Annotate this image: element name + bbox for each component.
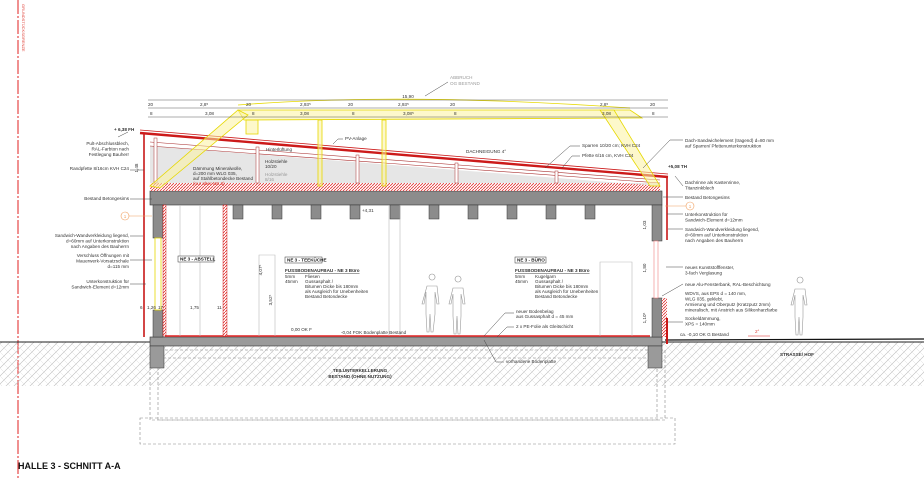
- property-line-label: GRUNDSTÜCKSGRENZE: [21, 4, 26, 52]
- svg-text:neues Kunststofffenster,3-fach: neues Kunststofffenster,3-fach Verglasun…: [685, 265, 734, 276]
- svg-text:DACHNEIGUNG 4°: DACHNEIGUNG 4°: [466, 149, 506, 154]
- svg-text:Kugelgarn: Kugelgarn: [535, 274, 556, 279]
- interior-lines: [179, 205, 633, 336]
- svg-text:Sandwich-Wandverkleidung liege: Sandwich-Wandverkleidung liegend,d=60mm …: [55, 233, 130, 249]
- svg-text:Pfette 6/16 cm, KVH C24: Pfette 6/16 cm, KVH C24: [582, 153, 634, 158]
- demolition-label: ABBRUCH: [450, 75, 472, 80]
- partition-wall: [222, 204, 228, 337]
- svg-text:(nur über NE 3): (nur über NE 3): [193, 181, 225, 186]
- svg-text:NE 3 - BÜRO: NE 3 - BÜRO: [517, 257, 545, 263]
- level-eave: +5,08 TH: [668, 164, 688, 169]
- svg-text:Dämmung Mineralwolle,d=200 mm: Dämmung Mineralwolle,d=200 mm WLG 035,au…: [193, 166, 253, 181]
- svg-text:PV-Anlage: PV-Anlage: [345, 136, 367, 141]
- room-buero: NE 3 - BÜRO FUSSBODENAUFBAU - NE 3 Büro …: [514, 257, 599, 299]
- level-bodenplatte: -0,04 FOK Bodenplatte Bestand: [341, 330, 407, 335]
- dim-left-height: 1,48: [134, 163, 139, 172]
- svg-text:2 x PE-Folie als Gleitschicht: 2 x PE-Folie als Gleitschicht: [516, 324, 574, 329]
- svg-text:NE 3 - ABSTELL: NE 3 - ABSTELL: [180, 257, 215, 262]
- svg-text:Bestand Betongesims: Bestand Betongesims: [685, 195, 730, 200]
- svg-text:Gussasphalt /: Gussasphalt /: [535, 279, 564, 284]
- svg-text:45mm: 45mm: [515, 279, 528, 284]
- floor-slab: [149, 336, 663, 347]
- basement-label-2: BESTAND (OHNE NUTZUNG): [328, 374, 392, 379]
- foundation-right: [647, 345, 663, 369]
- left-wall: [152, 204, 164, 239]
- svg-text:5mm: 5mm: [515, 274, 525, 279]
- svg-text:WDVS, aus EPS d = 140 mm,WLG 0: WDVS, aus EPS d = 140 mm,WLG 035, gekleb…: [685, 291, 778, 313]
- right-window: [653, 240, 659, 299]
- dim-clear-height: 3,52⁵: [268, 294, 273, 305]
- svg-text:Dach-Sandwichelement (tragend): Dach-Sandwichelement (tragend) d=80 mmau…: [685, 138, 774, 149]
- foundation-left: [149, 345, 165, 369]
- svg-text:1: 1: [689, 204, 692, 209]
- street-label: STRASSE/ HOF: [780, 352, 814, 357]
- room-abstell: NE 3 - ABSTELL: [177, 255, 215, 263]
- level-terrain: ca. -0,10 OK G Bestand: [680, 332, 729, 337]
- roof-annotations: PV-Anlage Hinterlüftung DACHNEIGUNG 4° S…: [193, 136, 641, 186]
- right-insulation: [662, 298, 667, 337]
- svg-text:1: 1: [124, 214, 127, 219]
- svg-text:FUSSBODENAUFBAU - NE 3 Büro: FUSSBODENAUFBAU - NE 3 Büro: [285, 268, 360, 273]
- marker-left: 1: [120, 211, 152, 221]
- svg-text:45mm: 45mm: [285, 279, 298, 284]
- basement-label: TEILUNTERKELLERUNG: [333, 368, 388, 373]
- svg-text:Sandwich-Wandverkleidung liege: Sandwich-Wandverkleidung liegend,d=60mm …: [685, 227, 759, 243]
- dim-overall: 15,90: [402, 94, 414, 99]
- left-infill: [154, 237, 162, 311]
- left-wall-lower: [152, 309, 164, 338]
- svg-text:vorhandene Bodenplatte: vorhandene Bodenplatte: [506, 359, 557, 364]
- person-figures: [421, 273, 808, 336]
- svg-text:Dachrinne als Kastenrinne,Tita: Dachrinne als Kastenrinne,Titanzinkblech: [685, 180, 740, 191]
- dim-right-h3: 1,10⁵: [642, 312, 647, 323]
- dim-room-height: 4,07⁵: [258, 264, 263, 275]
- demolition-label-2: OG BESTAND: [450, 81, 480, 86]
- level-floor: 0,00 OK F: [291, 327, 312, 332]
- demolished-structure: [149, 98, 661, 189]
- dimension-lines: [148, 99, 668, 118]
- svg-text:Sockeldämmung,XPS = 140mm: Sockeldämmung,XPS = 140mm: [685, 316, 721, 327]
- slope-label: 2°: [755, 329, 760, 334]
- beams: [232, 204, 596, 220]
- svg-text:Sparren 10/20 cm; KVH C24: Sparren 10/20 cm; KVH C24: [582, 143, 641, 148]
- right-wall: [651, 204, 663, 242]
- left-inner-lining: [162, 204, 167, 337]
- level-ridge: + 6,38 FH: [114, 127, 135, 132]
- drawing-title: HALLE 3 - SCHNITT A-A: [18, 461, 121, 471]
- room-teekueche: NE 3 - TEEKÜCHE FUSSBODENAUFBAU - NE 3 B…: [284, 257, 369, 299]
- svg-text:neue Alu-Fensterbank, RAL-Besc: neue Alu-Fensterbank, RAL-Beschichtung: [685, 282, 771, 287]
- roof: [139, 129, 669, 186]
- svg-text:5mm: 5mm: [285, 274, 295, 279]
- dim-right-h2: 1,80: [642, 263, 647, 272]
- svg-text:Hinterlüftung: Hinterlüftung: [266, 147, 292, 152]
- svg-text:Gussasphalt /: Gussasphalt /: [305, 279, 334, 284]
- dim-right-h1: 1,03: [642, 220, 647, 229]
- svg-text:FUSSBODENAUFBAU - NE 3 Büro: FUSSBODENAUFBAU - NE 3 Büro: [515, 268, 590, 273]
- svg-text:Pult-Abschlussblech,RAL-Farbto: Pult-Abschlussblech,RAL-Farbton nachFest…: [86, 141, 129, 157]
- right-wall-lower: [651, 297, 663, 338]
- svg-text:Fliesen: Fliesen: [305, 274, 320, 279]
- marker-right: 1: [665, 201, 695, 211]
- svg-text:NE 3 - TEEKÜCHE: NE 3 - TEEKÜCHE: [287, 257, 327, 263]
- svg-text:Randpfette 8/16cm KVH C24: Randpfette 8/16cm KVH C24: [70, 166, 130, 171]
- level-slab: +4,31: [362, 208, 374, 213]
- svg-text:Bestand Betongesims: Bestand Betongesims: [84, 196, 129, 201]
- ceiling-slab: [149, 190, 663, 206]
- insulation-band: [150, 183, 660, 191]
- basement-outline: [139, 349, 676, 445]
